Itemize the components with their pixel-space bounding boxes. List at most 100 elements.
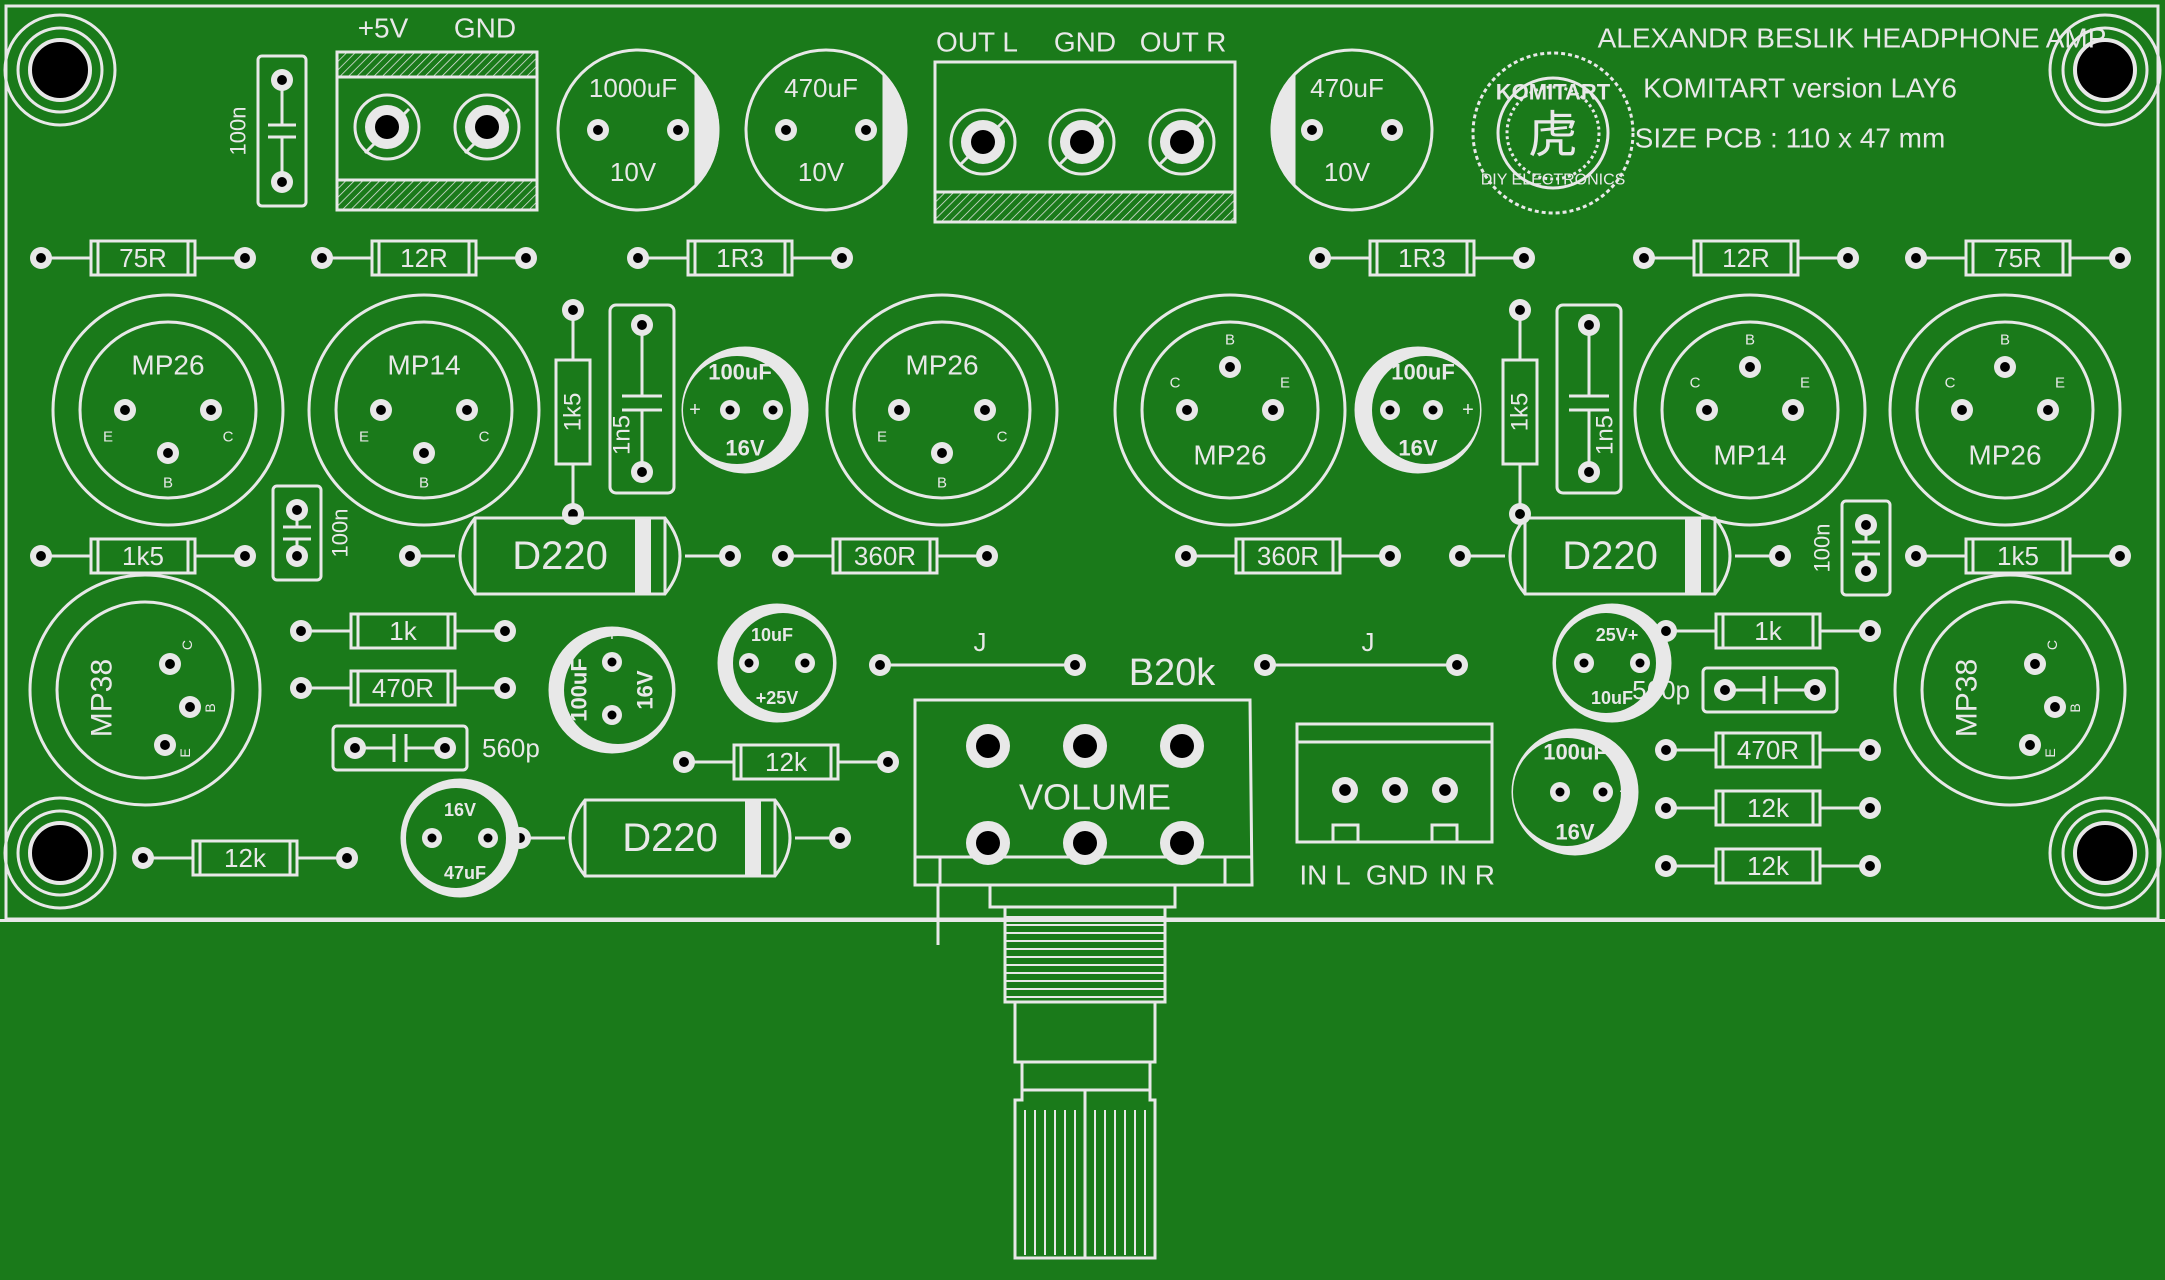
- out-r-label: OUT R: [1140, 27, 1227, 58]
- drill-hole: [1635, 658, 1645, 668]
- transistor-label: MP26: [131, 350, 204, 381]
- capacitor-value: 100n: [226, 107, 251, 156]
- drill-hole: [500, 683, 510, 693]
- electrolytic-capacitor: [556, 48, 720, 212]
- drill-hole: [1225, 362, 1235, 372]
- transistor: [1633, 293, 1867, 527]
- drill-hole: [1315, 253, 1325, 263]
- drill-hole: [483, 833, 493, 843]
- transistor-label: MP26: [1968, 440, 2041, 471]
- resistor-value: 1k5: [1997, 541, 2039, 571]
- drill-hole: [2050, 702, 2060, 712]
- drill-hole: [36, 551, 46, 561]
- drill-hole: [568, 305, 578, 315]
- drill-hole: [36, 253, 46, 263]
- drill-hole: [1584, 467, 1594, 477]
- resistor-value: 360R: [854, 541, 916, 571]
- drill-hole: [837, 253, 847, 263]
- capacitor-value: 1000uF: [589, 73, 677, 103]
- logo-ring-bottom: DIY ELECTRONICS: [1481, 172, 1626, 189]
- pin-label: B: [163, 475, 173, 492]
- drill-hole: [1385, 551, 1395, 561]
- drill-hole: [744, 658, 754, 668]
- transistor-label: MP38: [86, 659, 119, 737]
- in-l-label: IN L: [1299, 860, 1350, 891]
- drill-hole: [405, 551, 415, 561]
- drill-hole: [292, 551, 302, 561]
- drill-hole: [1182, 405, 1192, 415]
- drill-hole: [440, 743, 450, 753]
- drill-hole: [1070, 130, 1094, 154]
- pin-label: E: [2055, 375, 2065, 392]
- drill-hole: [277, 75, 287, 85]
- pin-label: E: [103, 429, 113, 446]
- drill-hole: [296, 683, 306, 693]
- pin-label: C: [997, 429, 1008, 446]
- drill-hole: [1339, 784, 1351, 796]
- electrolytic-capacitor: [548, 626, 676, 754]
- film-capacitor: [608, 303, 676, 495]
- pin-label: B: [2000, 332, 2010, 349]
- resistor-value: 12k: [765, 747, 808, 777]
- resistor-value: 1k5: [122, 541, 164, 571]
- pin-label: E: [1280, 375, 1290, 392]
- capacitor-value: 470uF: [784, 73, 858, 103]
- drill-hole: [165, 659, 175, 669]
- pin-label: C: [2044, 640, 2060, 650]
- drill-hole: [1810, 685, 1820, 695]
- gnd-label: GND: [1054, 27, 1116, 58]
- drill-hole: [633, 253, 643, 263]
- drill-hole: [1307, 125, 1317, 135]
- drill-hole: [1181, 551, 1191, 561]
- drill-hole: [835, 833, 845, 843]
- capacitor-voltage: 10V: [610, 157, 657, 187]
- drill-hole: [2043, 405, 2053, 415]
- drill-hole: [976, 831, 1000, 855]
- resistor-value: 470R: [1737, 735, 1799, 765]
- capacitor-value: 560p: [1632, 675, 1690, 705]
- drill-hole: [1519, 253, 1529, 263]
- drill-hole: [240, 551, 250, 561]
- drill-hole: [1428, 405, 1438, 415]
- out-l-label: OUT L: [936, 27, 1018, 58]
- drill-hole: [1957, 405, 1967, 415]
- transistor: [28, 573, 262, 807]
- capacitor-value: 10uF: [1591, 688, 1633, 708]
- capacitor-voltage: 10V: [1324, 157, 1371, 187]
- resistor-value: 75R: [119, 243, 167, 273]
- transistor-label: MP26: [1193, 440, 1266, 471]
- drill-hole: [1170, 130, 1194, 154]
- capacitor-value: 100n: [1810, 524, 1835, 573]
- drill-hole: [1555, 787, 1565, 797]
- transistor: [1888, 293, 2122, 527]
- pin-label: B: [1225, 332, 1235, 349]
- drill-hole: [894, 405, 904, 415]
- drill-hole: [725, 551, 735, 561]
- drill-hole: [637, 467, 647, 477]
- drill-hole: [1515, 509, 1525, 519]
- drill-hole: [317, 253, 327, 263]
- pin-label: B: [419, 475, 429, 492]
- pin-label: E: [359, 429, 369, 446]
- drill-hole: [1385, 405, 1395, 415]
- drill-hole: [800, 658, 810, 668]
- capacitor-voltage: 10V: [798, 157, 845, 187]
- capacitor-value: 10uF: [751, 625, 793, 645]
- drill-hole: [475, 115, 499, 139]
- drill-hole: [120, 405, 130, 415]
- polarity-mark: +: [606, 624, 618, 646]
- drill-hole: [462, 405, 472, 415]
- capacitor-value: 1n5: [609, 415, 636, 455]
- transistor: [1113, 293, 1347, 527]
- capacitor-value: 100uF: [567, 658, 592, 722]
- electrolytic-capacitor: [400, 778, 520, 898]
- drill-hole: [427, 833, 437, 843]
- resistor-value: 12R: [400, 243, 448, 273]
- resistor: [1666, 789, 1870, 827]
- drill-hole: [593, 125, 603, 135]
- pin-label: E: [877, 429, 887, 446]
- drill-hole: [342, 853, 352, 863]
- pin-label: C: [1945, 375, 1956, 392]
- board-title: ALEXANDR BESLIK HEADPHONE AMP: [1598, 23, 2107, 54]
